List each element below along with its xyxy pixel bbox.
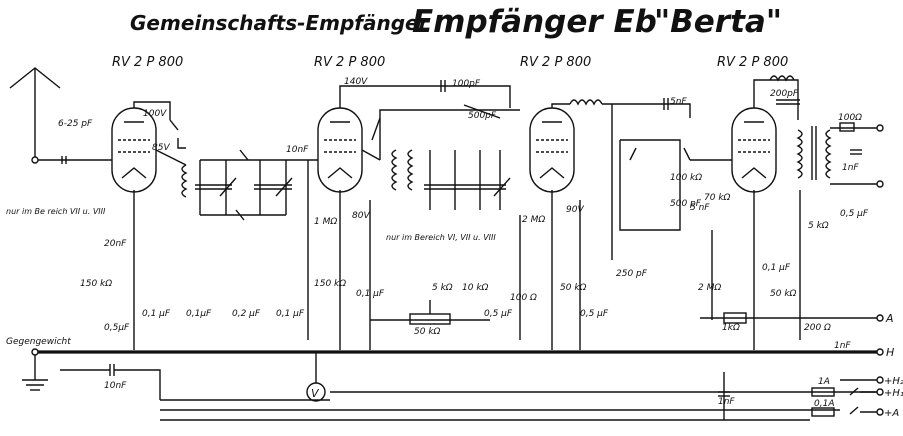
label-150k-1: 150 kΩ — [80, 279, 112, 289]
terminals: A H +H₂ +H₁ +A — [876, 312, 903, 419]
label-note-range2: nur im Bereich VI, VII u. VIII — [386, 233, 496, 242]
label-20nf: 20nF — [104, 239, 127, 249]
tube-label-3: RV 2 P 800 — [520, 55, 591, 70]
label-85v: 85V — [152, 143, 170, 153]
tube-2 — [317, 107, 363, 193]
label-100pf: 100pF — [452, 79, 481, 89]
title-name: "Berta" — [654, 4, 782, 40]
label-01-5: 0,1 µF — [762, 263, 791, 273]
label-250pf: 250 pF — [616, 269, 648, 279]
terminal-h: H — [886, 346, 894, 359]
wiring — [22, 75, 884, 421]
label-05-out: 0,5 µF — [840, 209, 869, 219]
voltmeter: V — [306, 352, 326, 402]
label-05-3: 0,5 µF — [580, 309, 609, 319]
label-fuse-01a: 0,1A — [814, 399, 834, 409]
label-10nf-bottom: 10nF — [104, 381, 127, 391]
label-50k2: 50 kΩ — [560, 283, 587, 293]
label-140v: 140V — [344, 77, 368, 87]
label-150k-2: 150 kΩ — [314, 279, 346, 289]
label-01-4: 0,1 µF — [356, 289, 385, 299]
label-fuse-1a: 1A — [818, 377, 830, 387]
label-01-3: 0,1 µF — [276, 309, 305, 319]
label-5nf-top: 5nF — [670, 97, 687, 107]
label-2m2: 2 MΩ — [698, 283, 721, 293]
title-prefix: Gemeinschafts-Empfänger — [130, 11, 430, 35]
component-labels: 6-25 pF 100V 85V 10nF 140V 100pF 500pF 5… — [6, 77, 869, 409]
label-70k: 70 kΩ — [704, 193, 731, 203]
terminal-a: A — [885, 312, 894, 325]
label-1m: 1 MΩ — [314, 217, 337, 227]
terminal-h2: +H₂ — [884, 376, 903, 387]
label-gegengewicht: Gegengewicht — [6, 337, 71, 347]
label-01-1: 0,1 µF — [142, 309, 171, 319]
label-80v: 80V — [352, 211, 370, 221]
label-1k: 1kΩ — [722, 323, 740, 333]
label-500pf: 500pF — [468, 111, 497, 121]
title-main: Empfänger Eb — [412, 4, 657, 40]
label-200pf: 200pF — [770, 89, 799, 99]
label-note-range1: nur im Be reich VII u. VIII — [6, 207, 106, 216]
terminal-h1: +H₁ — [884, 388, 903, 399]
meter-label: V — [311, 387, 320, 400]
label-1nf-h2: 1nF — [718, 397, 735, 407]
tube-3 — [529, 107, 575, 193]
tube-1 — [111, 107, 157, 193]
label-100ohm2: 100 Ω — [510, 293, 537, 303]
label-c-ant: 6-25 pF — [58, 119, 93, 129]
label-01-2: 0,1µF — [186, 309, 212, 319]
label-10nf-1: 10nF — [286, 145, 309, 155]
terminal-plus-a: +A — [884, 408, 899, 419]
tube-label-2: RV 2 P 800 — [314, 55, 385, 70]
tube-label-1: RV 2 P 800 — [112, 55, 183, 70]
label-5k: 5 kΩ — [432, 283, 453, 293]
label-05-1: 0,5µF — [104, 323, 130, 333]
label-100v: 100V — [143, 109, 167, 119]
label-5nf: 5 nF — [690, 203, 710, 213]
label-50k3: 50 kΩ — [770, 289, 797, 299]
antenna-symbol — [9, 67, 61, 164]
label-100k: 100 kΩ — [670, 173, 702, 183]
label-5k-out: 5 kΩ — [808, 221, 829, 231]
label-90v: 90V — [566, 205, 584, 215]
label-50k: 50 kΩ — [414, 327, 441, 337]
label-1nf-out: 1nF — [842, 163, 859, 173]
tube-4 — [731, 107, 777, 193]
label-2m: 2 MΩ — [522, 215, 545, 225]
label-05-2: 0,5 µF — [484, 309, 513, 319]
label-500pf-2: 500 pF — [670, 199, 702, 209]
label-200ohm: 200 Ω — [804, 323, 831, 333]
label-100ohm: 100Ω — [838, 113, 862, 123]
label-10k: 10 kΩ — [462, 283, 489, 293]
label-02: 0,2 µF — [232, 309, 261, 319]
label-1nf-a: 1nF — [834, 341, 851, 351]
tube-label-4: RV 2 P 800 — [717, 55, 788, 70]
